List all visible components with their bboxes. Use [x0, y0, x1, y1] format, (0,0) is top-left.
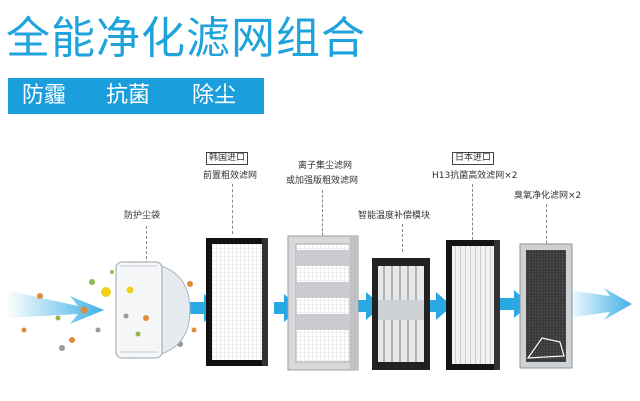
feature-dust: 除尘 [192, 83, 237, 108]
label-ion-filter: 离子集尘滤网 [298, 161, 353, 171]
ozone-filter [519, 243, 573, 369]
label-dust-bag: 防护尘袋 [124, 211, 161, 221]
hepa-filter [446, 240, 500, 370]
pre-filter [206, 238, 268, 366]
label-ozone-filter: 臭氧净化滤网×2 [514, 191, 582, 201]
feature-haze: 防霾 [22, 83, 67, 108]
origin-korea: 韩国进口 [206, 152, 249, 165]
airflow-arrow [500, 290, 530, 318]
label-hepa-filter: H13抗菌高效滤网×2 [432, 171, 518, 181]
airflow-arrow [356, 292, 382, 320]
label-pre-filter: 前置粗效滤网 [203, 171, 258, 181]
label-ion-filter-alt: 或加强版粗效滤网 [286, 176, 359, 186]
leader-line [546, 204, 547, 244]
temp-module [372, 258, 430, 370]
label-temp-module: 智能温度补偿模块 [358, 211, 431, 221]
leader-line [146, 226, 147, 264]
feature-banner: 防霾 抗菌 除尘 [8, 78, 264, 114]
airflow-arrow [6, 290, 104, 324]
airflow-arrows [6, 288, 632, 324]
airflow-arrow [274, 294, 300, 322]
dust-bag [115, 261, 191, 359]
ion-filter [287, 235, 359, 371]
leader-line [232, 184, 233, 234]
airflow-arrow [428, 292, 452, 320]
origin-japan: 日本进口 [452, 152, 495, 165]
leader-line [472, 184, 473, 240]
airflow-arrow [566, 288, 632, 320]
page-title: 全能净化滤网组合 [6, 13, 366, 64]
leader-line [322, 190, 323, 236]
feature-antibacterial: 抗菌 [106, 83, 151, 108]
leader-line [402, 224, 403, 252]
